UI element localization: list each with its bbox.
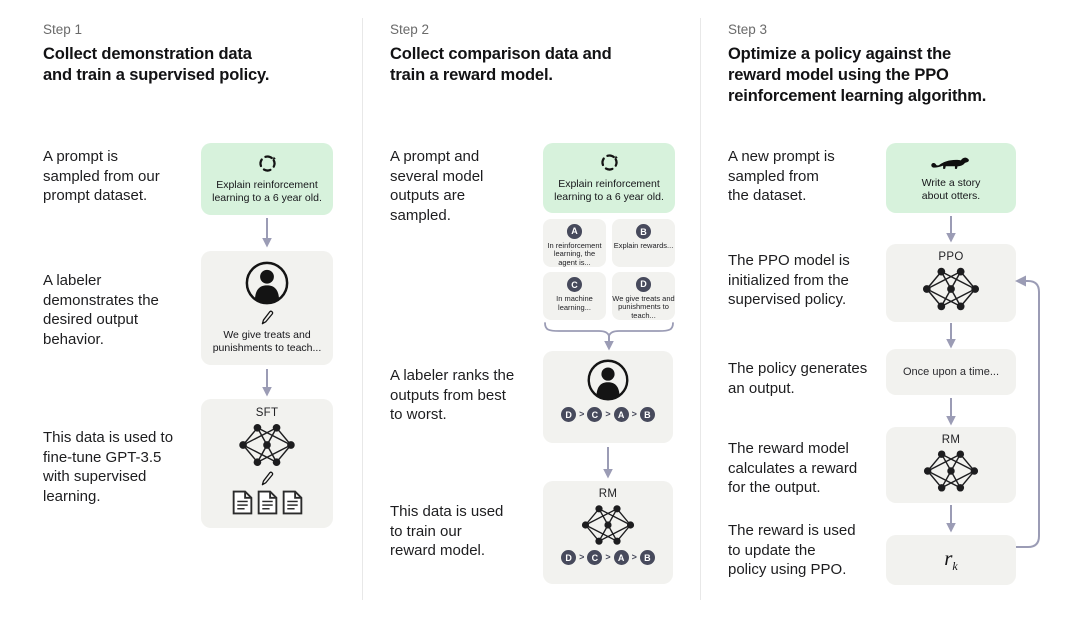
- document-icon: [282, 490, 302, 515]
- step1-caption-prompt: A prompt is sampled from our prompt data…: [43, 148, 160, 204]
- arrow-down-icon: [262, 369, 272, 397]
- feedback-loop-arrow-icon: [1015, 275, 1040, 548]
- otter-icon: [931, 157, 969, 169]
- step3-label: Step 3: [728, 22, 768, 37]
- step3-caption-output: The policy generates an output.: [728, 360, 868, 397]
- ranking-row: D > C > A > B: [561, 407, 655, 422]
- labeler-box: We give treats and punishments to teach.…: [201, 251, 333, 365]
- model-label: RM: [941, 434, 961, 446]
- step1-caption-finetune: This data is used to fine-tune GPT-3.5 w…: [43, 429, 174, 505]
- arrow-down-icon: [946, 505, 956, 533]
- prompt-box: Explain reinforcement learning to a 6 ye…: [543, 143, 675, 213]
- step1-title: Collect demonstration data and train a s…: [43, 45, 270, 84]
- arrow-down-icon: [262, 218, 272, 248]
- person-icon: [587, 359, 629, 401]
- arrow-down-icon: [946, 398, 956, 426]
- column-divider: [362, 18, 363, 600]
- arrow-down-icon: [946, 216, 956, 243]
- step3-caption-update: The reward is used to update the policy …: [728, 522, 856, 578]
- prompt-box: Explain reinforcement learning to a 6 ye…: [201, 143, 333, 215]
- sft-model-box: SFT: [201, 399, 333, 528]
- generated-output-box: Once upon a time...: [886, 349, 1016, 395]
- demonstration-text: We give treats and punishments to teach.…: [212, 329, 322, 354]
- step3-title: Optimize a policy against the reward mod…: [728, 45, 987, 105]
- documents-row: [232, 490, 303, 515]
- step3-caption-prompt: A new prompt is sampled from the dataset…: [728, 148, 835, 204]
- step2-caption-rank: A labeler ranks the outputs from best to…: [390, 367, 515, 423]
- pencil-icon: [261, 471, 273, 486]
- arrow-down-icon: [604, 334, 614, 351]
- ranking-row: D > C > A > B: [561, 550, 655, 565]
- generated-output-text: Once upon a time...: [903, 366, 999, 378]
- arrow-down-icon: [603, 447, 613, 479]
- reward-value-box: rk: [886, 535, 1016, 585]
- neural-network-icon: [923, 450, 979, 492]
- pencil-icon: [261, 310, 273, 325]
- sampling-icon: [258, 155, 276, 172]
- step3-caption-ppo: The PPO model is initialized from the su…: [728, 252, 850, 308]
- sampling-icon: [600, 154, 618, 171]
- output-badge: C: [567, 277, 582, 292]
- model-output-b: B Explain rewards...: [612, 219, 675, 267]
- model-output-a: A In reinforcement learning, the agent i…: [543, 219, 606, 267]
- prompt-text: Explain reinforcement learning to a 6 ye…: [212, 179, 322, 204]
- step1-caption-labeler: A labeler demonstrates the desired outpu…: [43, 272, 159, 348]
- arrow-down-icon: [946, 323, 956, 349]
- model-label: SFT: [255, 407, 279, 419]
- rm-model-box: RM: [886, 427, 1016, 503]
- rm-model-box: RM D > C > A > B: [543, 481, 673, 584]
- ranking-labeler-box: D > C > A > B: [543, 351, 673, 443]
- document-icon: [257, 490, 277, 515]
- neural-network-icon: [239, 423, 295, 467]
- model-label: RM: [598, 488, 618, 500]
- neural-network-icon: [581, 505, 635, 545]
- document-icon: [232, 490, 252, 515]
- step2-title: Collect comparison data and train a rewa…: [390, 45, 612, 84]
- model-label: PPO: [938, 251, 964, 263]
- step3-caption-reward: The reward model calculates a reward for…: [728, 440, 858, 496]
- person-icon: [245, 261, 289, 305]
- model-output-d: D We give treats and punishments to teac…: [612, 272, 675, 320]
- step2-caption-train: This data is used to train our reward mo…: [390, 503, 504, 559]
- column-divider: [700, 18, 701, 600]
- reward-symbol: rk: [944, 545, 958, 574]
- step2-caption-prompt: A prompt and several model outputs are s…: [390, 148, 484, 224]
- prompt-text: Write a story about otters.: [921, 177, 981, 202]
- model-output-c: C In machine learning...: [543, 272, 606, 320]
- prompt-text: Explain reinforcement learning to a 6 ye…: [554, 178, 664, 203]
- output-badge: A: [567, 224, 582, 239]
- prompt-box: Write a story about otters.: [886, 143, 1016, 213]
- output-badge: D: [636, 277, 651, 292]
- output-badge: B: [636, 224, 651, 239]
- neural-network-icon: [922, 267, 980, 311]
- ppo-model-box: PPO: [886, 244, 1016, 322]
- step1-label: Step 1: [43, 22, 83, 37]
- step2-label: Step 2: [390, 22, 430, 37]
